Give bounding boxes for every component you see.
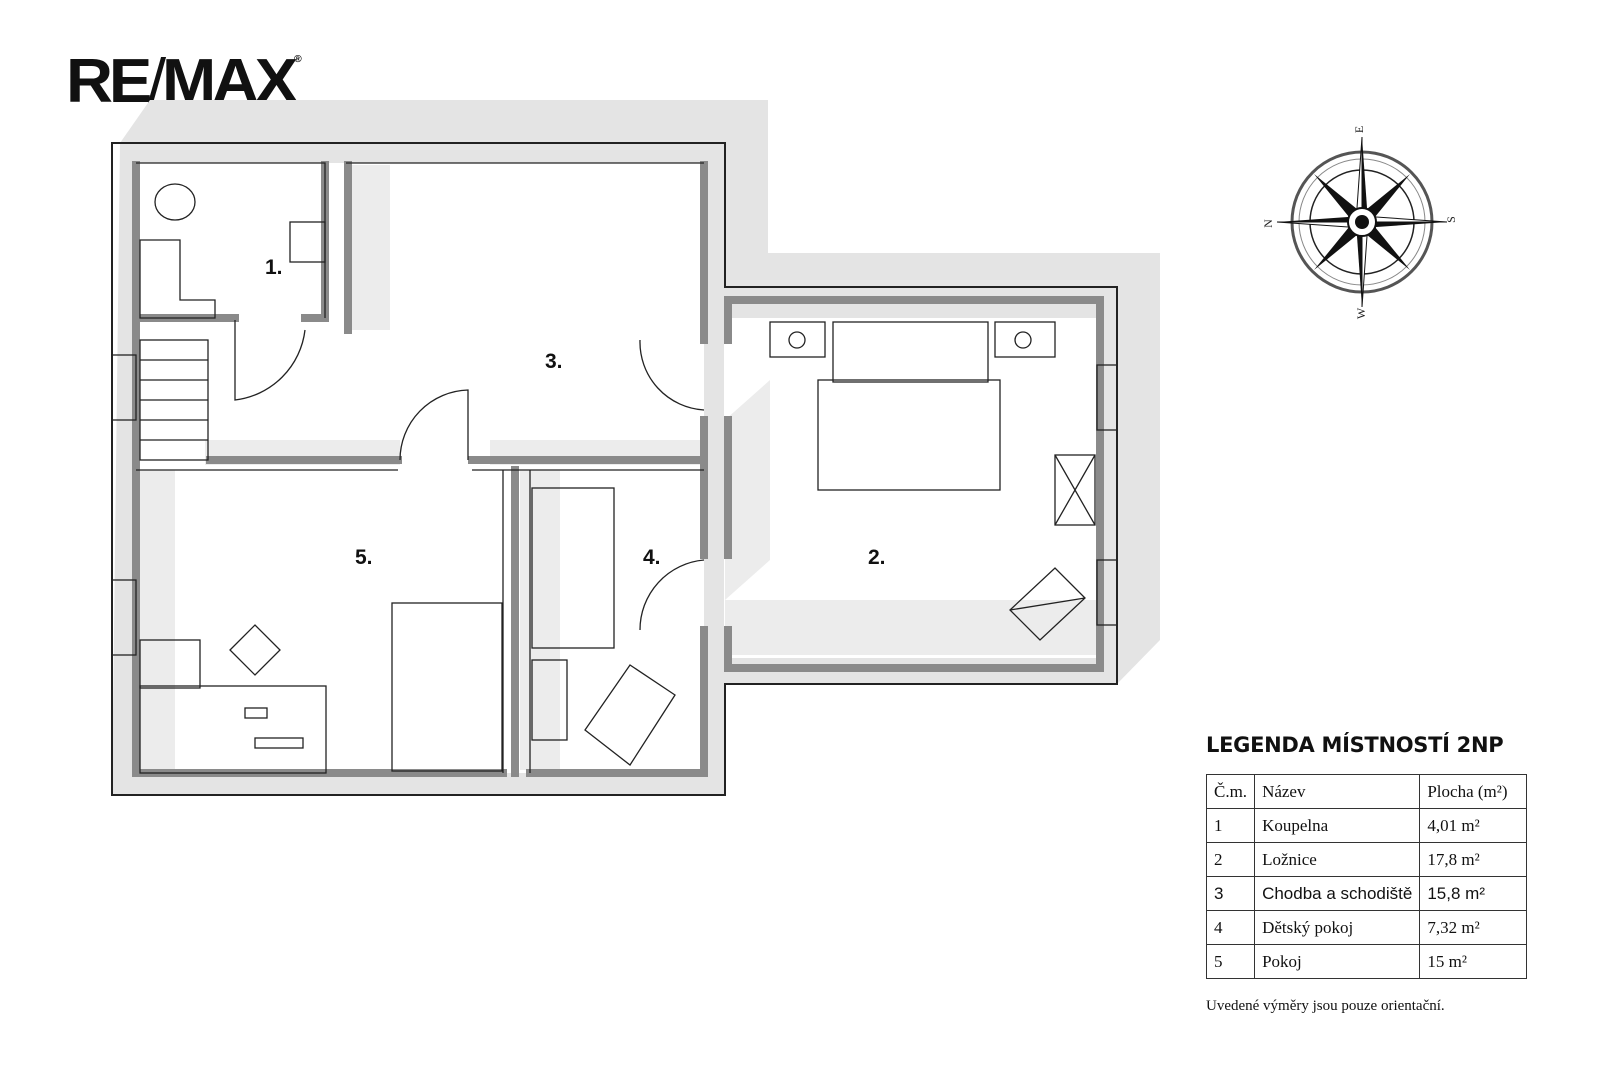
header-cell: Plocha (m²) bbox=[1419, 774, 1528, 809]
table-header-row: Č.m. Název Plocha (m²) bbox=[1205, 774, 1528, 809]
compass-s: S bbox=[1443, 216, 1458, 223]
cell: 15 m² bbox=[1419, 944, 1528, 979]
cell: Pokoj bbox=[1254, 944, 1421, 979]
compass-rose bbox=[1276, 136, 1448, 308]
room-label-1: 1. bbox=[265, 256, 283, 279]
cell: Koupelna bbox=[1254, 808, 1421, 843]
cell: 3 bbox=[1205, 876, 1256, 911]
cell: 7,32 m² bbox=[1419, 910, 1528, 945]
room-label-4: 4. bbox=[643, 546, 661, 569]
table-row: 5 Pokoj 15 m² bbox=[1205, 944, 1528, 979]
cell: 4 bbox=[1205, 910, 1256, 945]
cell: 2 bbox=[1205, 842, 1256, 877]
room-label-2: 2. bbox=[868, 546, 886, 569]
legend-title: LEGENDA MÍSTNOSTÍ 2NP bbox=[1206, 733, 1504, 757]
cell: 17,8 m² bbox=[1419, 842, 1528, 877]
table-row: 3 Chodba a schodiště 15,8 m² bbox=[1205, 876, 1528, 911]
table-row: 2 Ložnice 17,8 m² bbox=[1205, 842, 1528, 877]
cell: 1 bbox=[1205, 808, 1256, 843]
cell: Ložnice bbox=[1254, 842, 1421, 877]
cell: Chodba a schodiště bbox=[1254, 876, 1421, 911]
cell: 15,8 m² bbox=[1419, 876, 1528, 911]
table-row: 1 Koupelna 4,01 m² bbox=[1205, 808, 1528, 843]
cell: Dětský pokoj bbox=[1254, 910, 1421, 945]
room-label-3: 3. bbox=[545, 350, 563, 373]
thin-lines bbox=[111, 162, 1118, 774]
header-cell: Název bbox=[1254, 774, 1421, 809]
legend-table: Č.m. Název Plocha (m²) 1 Koupelna 4,01 m… bbox=[1205, 774, 1528, 979]
compass-w: W bbox=[1354, 307, 1369, 320]
compass-e: E bbox=[1352, 125, 1367, 134]
outer-wall bbox=[111, 142, 1118, 796]
table-row: 4 Dětský pokoj 7,32 m² bbox=[1205, 910, 1528, 945]
cell: 4,01 m² bbox=[1419, 808, 1528, 843]
cell: 5 bbox=[1205, 944, 1256, 979]
header-cell: Č.m. bbox=[1205, 774, 1256, 809]
compass-n: N bbox=[1260, 219, 1275, 228]
room-label-5: 5. bbox=[355, 546, 373, 569]
legend-note: Uvedené výměry jsou pouze orientační. bbox=[1206, 998, 1445, 1014]
